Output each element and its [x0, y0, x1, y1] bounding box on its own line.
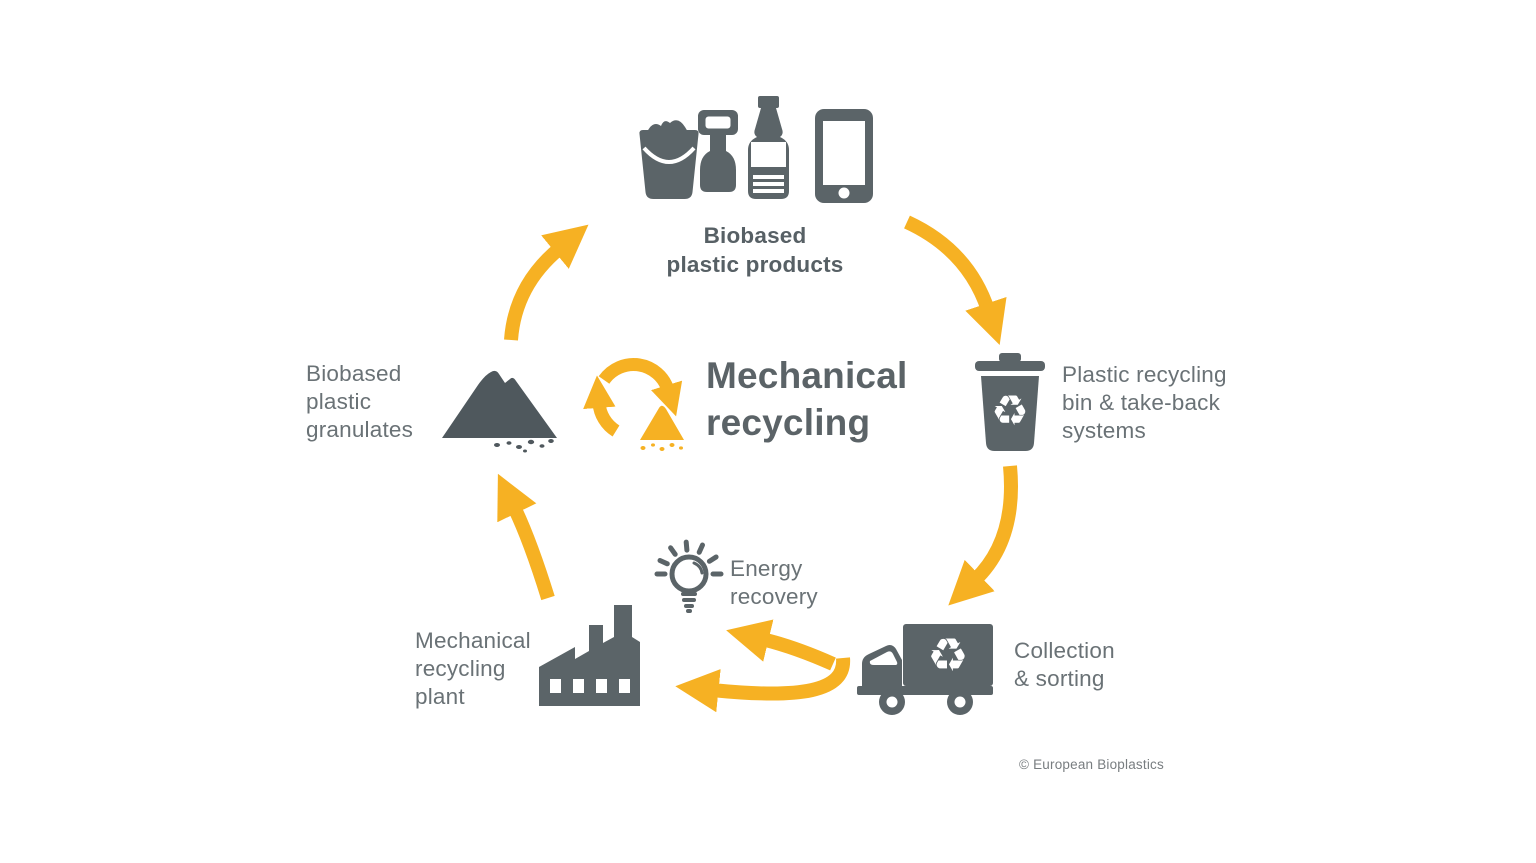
- recycle-arc-top: [598, 358, 683, 417]
- factory-icon: [539, 605, 640, 706]
- truck-wheel-hub: [954, 696, 966, 708]
- collection-label: Collection & sorting: [1014, 637, 1115, 693]
- arrow-granulates-to-products: [504, 224, 589, 341]
- recycle-arc-left: [583, 375, 620, 437]
- truck-wheel-hub: [886, 696, 898, 708]
- truck-window: [869, 651, 898, 665]
- granulates-label: Biobased plastic granulates: [306, 360, 413, 444]
- energy-label-line2: recovery: [730, 584, 818, 609]
- arrow-products-to-bin: [904, 215, 1007, 345]
- spade-icon: [698, 110, 738, 192]
- bulb-rays: [654, 539, 724, 577]
- copyright-note: © European Bioplastics: [1019, 757, 1164, 772]
- recycling-arrows-granulate-icon: [583, 358, 684, 451]
- bin-label-line3: systems: [1062, 418, 1146, 443]
- factory-windows: [550, 679, 630, 693]
- granulates-label-line3: granulates: [306, 417, 414, 442]
- truck-recycle-glyph: ♻: [927, 628, 968, 682]
- page-title: Mechanical recycling: [706, 352, 907, 446]
- center-granulate-pile: [640, 405, 684, 451]
- granulates-label-line1: Biobased: [306, 361, 402, 386]
- energy-label: Energy recovery: [730, 555, 818, 611]
- page-title-line2: recycling: [706, 402, 871, 443]
- plant-label-line3: plant: [415, 684, 465, 709]
- collection-label-line2: & sorting: [1014, 666, 1105, 691]
- page-title-line1: Mechanical: [706, 355, 908, 396]
- bin-label-line2: bin & take-back: [1062, 390, 1221, 415]
- products-label-line2: plastic products: [666, 252, 844, 277]
- collection-label-line1: Collection: [1014, 638, 1115, 663]
- bucket-icon: [639, 120, 699, 199]
- arrow-collection-to-energy: [726, 619, 836, 671]
- plant-label: Mechanical recycling plant: [415, 627, 531, 711]
- plant-label-line1: Mechanical: [415, 628, 531, 653]
- arrow-plant-to-granulates: [497, 473, 555, 601]
- light-bulb-icon: [654, 539, 724, 613]
- granulate-pile-icon: [442, 370, 557, 453]
- bin-label-line1: Plastic recycling: [1062, 362, 1227, 387]
- energy-label-line1: Energy: [730, 556, 803, 581]
- arrow-bin-to-collection: [948, 465, 1018, 606]
- bin-label: Plastic recycling bin & take-back system…: [1062, 361, 1227, 445]
- arrow-collection-to-plant: [675, 657, 851, 713]
- recycling-truck-icon: ♻: [857, 624, 993, 715]
- biobased-products-icons: [639, 96, 873, 203]
- recycling-bin-icon: ♻: [975, 353, 1045, 451]
- bottle-icon: [748, 96, 789, 199]
- smartphone-icon: [815, 109, 873, 203]
- plant-label-line2: recycling: [415, 656, 506, 681]
- products-label: Biobased plastic products: [605, 221, 905, 279]
- bin-recycle-glyph: ♻: [991, 386, 1029, 435]
- products-label-line1: Biobased: [703, 223, 807, 248]
- granulates-label-line2: plastic: [306, 389, 372, 414]
